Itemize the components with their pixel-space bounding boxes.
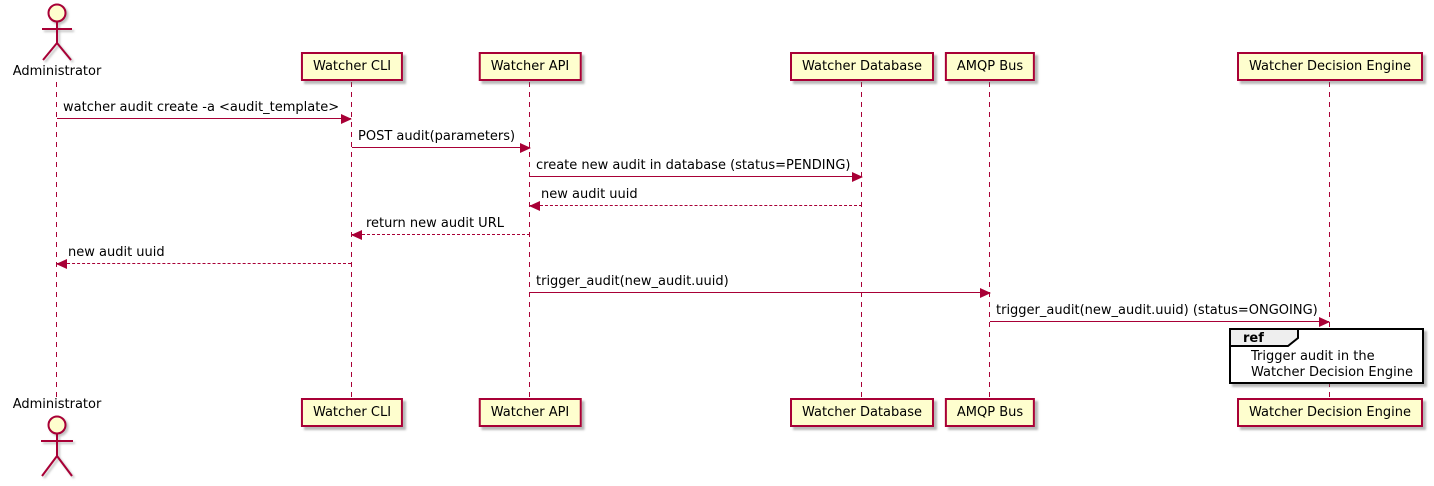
arrowhead-left-icon <box>56 259 67 269</box>
lifeline-administrator <box>56 82 57 398</box>
lifeline-watcher-database <box>861 82 862 398</box>
ref-tab-icon: ref <box>1229 328 1299 347</box>
lifeline-watcher-decision-engine <box>1329 82 1330 398</box>
arrowhead-right-icon <box>980 288 991 298</box>
ref-text-line2: Watcher Decision Engine <box>1251 365 1413 380</box>
message-label: watcher audit create -a <audit_template> <box>63 100 340 115</box>
message-5: return new audit URL <box>351 216 530 240</box>
participant-box-watcher-database-bottom: Watcher Database <box>790 398 934 427</box>
message-1: watcher audit create -a <audit_template> <box>57 100 352 124</box>
lifeline-amqp-bus <box>989 82 990 398</box>
message-label: POST audit(parameters) <box>358 129 516 144</box>
message-7: trigger_audit(new_audit.uuid) <box>530 274 991 298</box>
message-2: POST audit(parameters) <box>352 129 531 153</box>
administrator-label-bottom: Administrator <box>12 397 102 412</box>
lifeline-watcher-cli <box>351 82 352 398</box>
message-line <box>990 317 1330 327</box>
message-line <box>530 288 991 298</box>
participant-box-watcher-database-top: Watcher Database <box>790 52 934 81</box>
participant-box-watcher-api-top: Watcher API <box>478 52 582 81</box>
message-label: return new audit URL <box>366 216 504 231</box>
message-line <box>352 143 531 153</box>
arrowhead-right-icon <box>852 172 863 182</box>
participant-box-watcher-cli-top: Watcher CLI <box>300 52 404 81</box>
message-8: trigger_audit(new_audit.uuid) (status=ON… <box>990 303 1330 327</box>
ref-fragment: ref Trigger audit in the Watcher Decisio… <box>1229 328 1424 384</box>
message-line <box>529 201 862 211</box>
message-3: create new audit in database (status=PEN… <box>530 158 863 182</box>
administrator-label-top: Administrator <box>12 64 102 79</box>
ref-keyword: ref <box>1243 331 1264 346</box>
message-6: new audit uuid <box>56 245 351 269</box>
message-label: new audit uuid <box>541 187 638 202</box>
message-line <box>57 114 352 124</box>
arrowhead-right-icon <box>520 143 531 153</box>
participant-box-watcher-cli-bottom: Watcher CLI <box>300 398 404 427</box>
message-label: trigger_audit(new_audit.uuid) <box>536 274 729 289</box>
lifeline-watcher-api <box>529 82 530 398</box>
administrator-actor-icon <box>42 3 72 61</box>
arrowhead-right-icon <box>1319 317 1330 327</box>
arrowhead-left-icon <box>529 201 540 211</box>
message-line <box>56 259 351 269</box>
message-line <box>530 172 863 182</box>
administrator-actor-icon-bottom <box>41 415 73 477</box>
message-line <box>351 230 530 240</box>
message-label: new audit uuid <box>68 245 165 260</box>
message-label: create new audit in database (status=PEN… <box>536 158 851 173</box>
participant-box-watcher-api-bottom: Watcher API <box>478 398 582 427</box>
ref-text-line1: Trigger audit in the <box>1251 349 1375 364</box>
arrowhead-left-icon <box>351 230 362 240</box>
message-label: trigger_audit(new_audit.uuid) (status=ON… <box>996 303 1318 318</box>
message-4: new audit uuid <box>529 187 862 211</box>
participant-box-amqp-bus-bottom: AMQP Bus <box>944 398 1036 427</box>
arrowhead-right-icon <box>341 114 352 124</box>
participant-box-watcher-decision-engine-bottom: Watcher Decision Engine <box>1237 398 1423 427</box>
participant-box-amqp-bus-top: AMQP Bus <box>944 52 1036 81</box>
participant-box-watcher-decision-engine-top: Watcher Decision Engine <box>1237 52 1423 81</box>
